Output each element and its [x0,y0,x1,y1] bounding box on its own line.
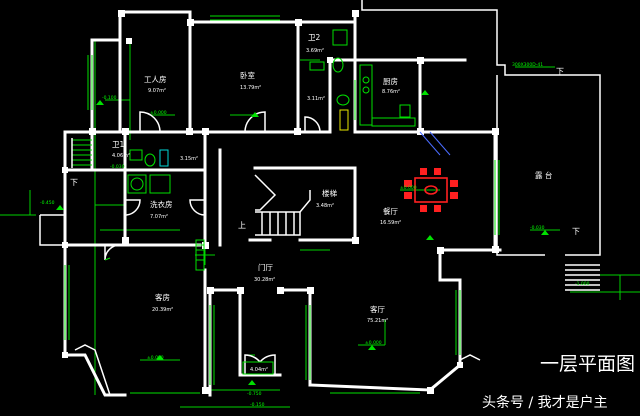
level-dining: ±0.000 [400,185,417,191]
guest-room-name: 客房 [155,292,170,302]
level-bedroom: ±0.000 [150,110,167,116]
balcony-name: 露 台 [535,170,552,180]
laundry-area: 7.07m² [150,214,168,220]
stairs-drawing [254,174,311,236]
level-porch: -0.750 [247,391,262,397]
porch-area: 4.04m² [250,367,268,373]
wc1-area: 4.06m² [112,153,130,159]
bedroom-area: 13.79m² [240,85,261,91]
worker-room-name: 工人房 [144,74,167,84]
bedroom-name: 卧室 [240,70,255,80]
dining-name: 餐厅 [383,207,398,216]
plan-title: 一层平面图 [540,353,635,375]
level-left-wc: -0.030 [110,164,125,170]
watermark: 头条号 / 我才是户主 [482,394,608,411]
level-worker: -0.100 [102,95,117,101]
level-living: ±0.000 [365,340,382,346]
living-room-area: 75.21m² [367,318,388,324]
stairs-name: 楼梯 [322,188,337,198]
fixtures [71,29,600,375]
level-labels: -0.100 ±0.000 -0.030 -0.450 ±0.000 ±0.00… [40,95,590,408]
windows [64,15,500,394]
walls [39,0,601,397]
dining-area: 16.59m² [380,220,401,226]
level-markers [56,90,549,385]
room-labels: 工人房 9.07m² 卧室 13.79m² 卫2 3.69m² 3.11m² 厨… [112,33,552,373]
annotation-top-right: 300X300D-41 [512,62,543,68]
worker-room-area: 9.07m² [148,88,166,94]
level-east: -1.000 [575,281,590,287]
kitchen-area: 8.76m² [382,89,400,95]
living-room-name: 客厅 [370,304,385,314]
level-bottom: -0.150 [250,402,265,408]
kitchen-name: 厨房 [383,76,398,86]
toilet-area-value: 3.11m² [307,96,325,102]
foyer-area: 30.28m² [254,277,275,283]
up-label-stairs: 上 [238,221,246,230]
down-label-left: 下 [70,178,78,187]
laundry-name: 洗衣房 [150,199,173,209]
dining-table [404,168,458,212]
down-label-right: 下 [556,67,564,76]
guest-room-area: 20.39m² [152,307,173,313]
stairs-area: 3.48m² [316,203,334,209]
foyer-name: 门厅 [258,263,273,272]
wc1-name: 卫1 [112,140,124,149]
level-guest: ±0.000 [147,355,164,361]
level-laundry: -0.450 [40,200,55,206]
corridor-area: 3.15m² [180,156,198,162]
wc2-name: 卫2 [308,33,320,42]
level-balcony: -0.030 [530,225,545,231]
direction-labels: 下 上 下 下 [70,67,580,236]
down-label-east: 下 [572,227,580,236]
columns [62,10,499,394]
wc2-area: 3.69m² [306,48,324,54]
